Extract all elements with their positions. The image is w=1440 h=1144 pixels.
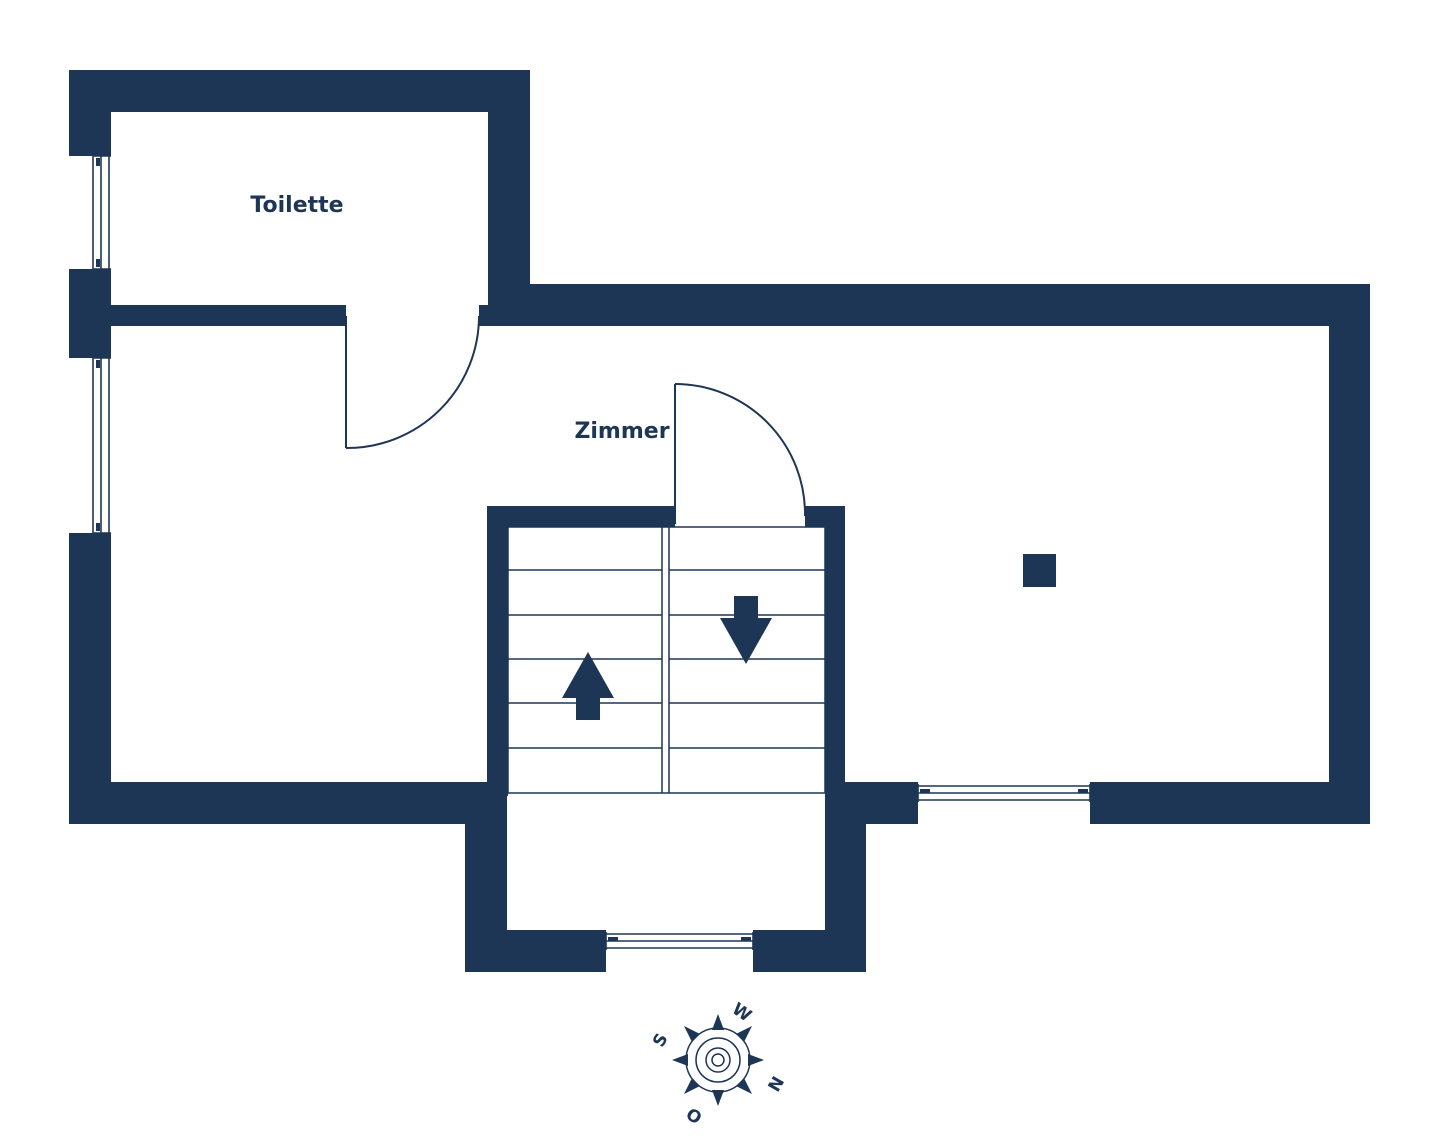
compass-letter-south: S bbox=[649, 1030, 672, 1051]
wall-left-upper bbox=[69, 70, 111, 156]
room-label-zimmer: Zimmer bbox=[574, 419, 669, 444]
door-stair bbox=[674, 383, 807, 524]
room-label-toilet: Toilette bbox=[250, 193, 343, 218]
staircase bbox=[507, 526, 826, 794]
wall-stair-right bbox=[825, 506, 845, 796]
compass-letter-west: W bbox=[728, 999, 755, 1026]
wall-bottom-right-b bbox=[1090, 782, 1370, 824]
wall-bottom-left bbox=[69, 782, 507, 824]
compass-rose-icon: W S N O bbox=[649, 999, 789, 1129]
column bbox=[1023, 554, 1056, 587]
wall-left-lower bbox=[69, 533, 111, 824]
arrow-down-icon bbox=[720, 596, 772, 664]
wall-room-top bbox=[488, 284, 1370, 326]
wall-annex-bottom-right bbox=[753, 930, 866, 972]
compass-letter-east: O bbox=[682, 1104, 705, 1129]
wall-room-right bbox=[1329, 284, 1370, 824]
compass-letter-north: N bbox=[765, 1073, 789, 1095]
wall-left-middle bbox=[69, 269, 111, 358]
window-bottom-right bbox=[917, 784, 1091, 802]
walls bbox=[69, 70, 1370, 972]
wall-toilet-right bbox=[488, 70, 530, 326]
window-left-lower bbox=[92, 357, 111, 534]
windows bbox=[92, 155, 1091, 950]
stair-outline bbox=[507, 526, 826, 794]
door-toilet bbox=[345, 315, 480, 450]
window-left-upper bbox=[92, 155, 111, 270]
wall-stair-left bbox=[487, 506, 508, 796]
wall-toilet-partition bbox=[111, 305, 346, 326]
wall-annex-bottom-left bbox=[465, 930, 606, 972]
doors bbox=[345, 315, 807, 524]
wall-toilet-top bbox=[69, 70, 530, 112]
arrow-up-icon bbox=[562, 652, 614, 720]
window-annex-bottom bbox=[605, 932, 754, 950]
wall-stair-top-left bbox=[487, 506, 675, 527]
